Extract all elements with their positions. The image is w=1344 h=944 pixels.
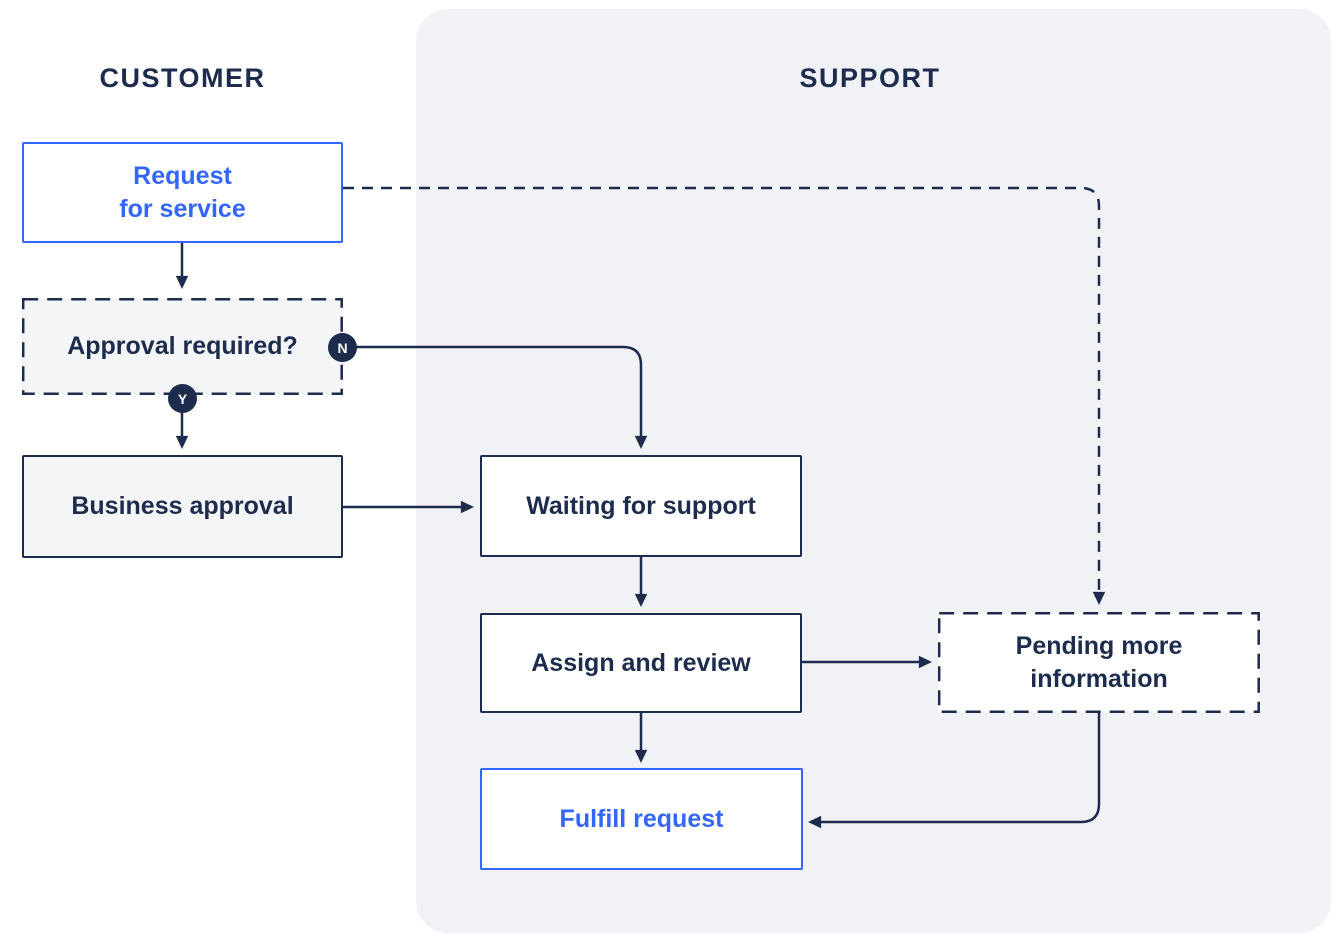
node-label-line: Pending more xyxy=(1015,631,1183,660)
node-label: Approval required? xyxy=(67,332,298,360)
node-request-for-service: Request for service xyxy=(22,142,343,243)
node-pending-more-information: Pending more information xyxy=(938,612,1260,713)
node-label: Assign and review xyxy=(531,648,751,677)
lane-label-customer: CUSTOMER xyxy=(99,63,266,93)
badge-no-label: N xyxy=(337,339,348,356)
badge-yes-label: Y xyxy=(177,390,188,407)
node-business-approval: Business approval xyxy=(22,455,343,558)
node-label-line: for service xyxy=(119,194,246,223)
node-label: Fulfill request xyxy=(559,804,724,833)
node-label-line: Request xyxy=(133,161,232,190)
node-approval-required: Approval required? xyxy=(22,298,343,395)
node-waiting-for-support: Waiting for support xyxy=(480,455,802,557)
badge-yes: Y xyxy=(168,384,197,413)
lane-label-support: SUPPORT xyxy=(799,63,941,93)
badge-no: N xyxy=(328,333,357,362)
node-fulfill-request: Fulfill request xyxy=(480,768,803,870)
node-label: Business approval xyxy=(71,492,294,520)
node-assign-and-review: Assign and review xyxy=(480,613,802,713)
node-label-line: information xyxy=(1030,664,1168,693)
node-label: Waiting for support xyxy=(526,491,756,520)
